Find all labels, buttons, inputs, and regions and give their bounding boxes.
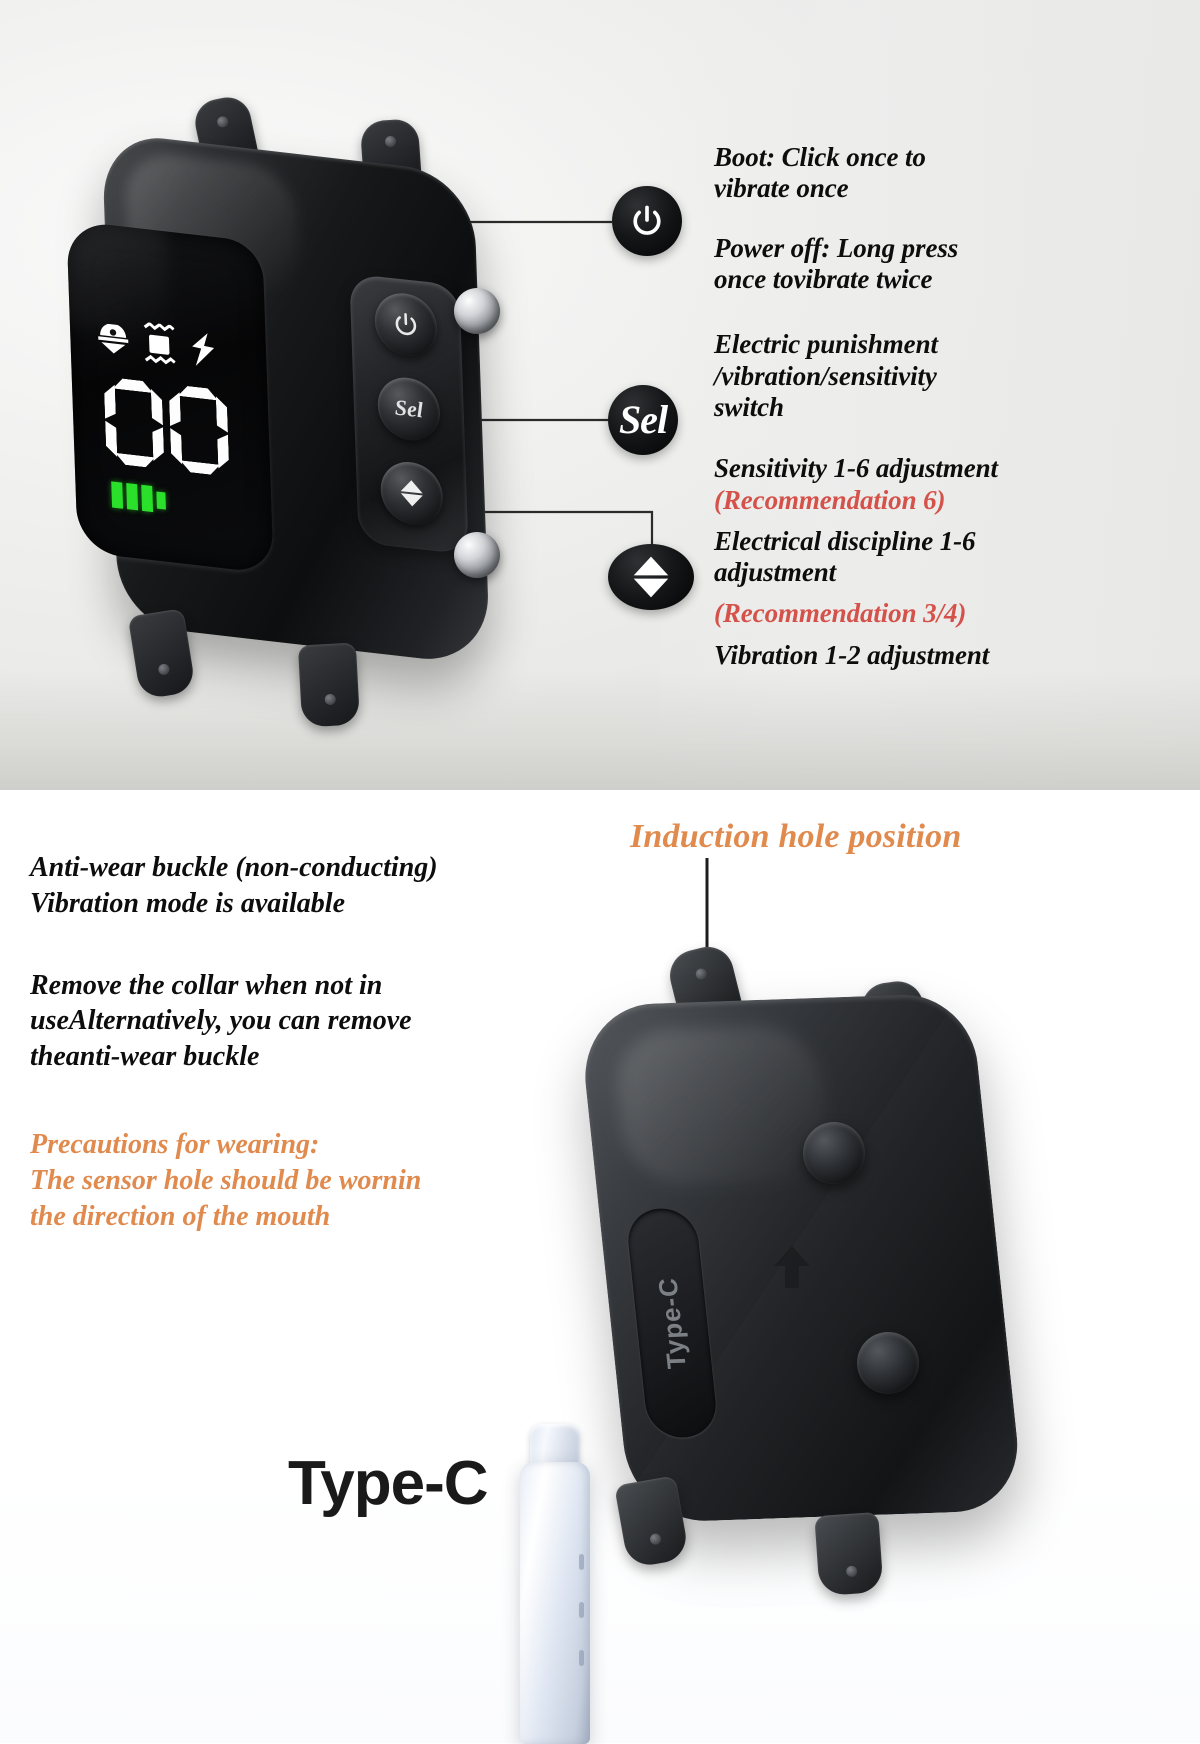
power-badge — [612, 186, 682, 256]
device-lcd-screen — [66, 220, 274, 574]
paragraph-line: Remove the collar when not in — [30, 969, 383, 1001]
callout-boot: Boot: Click once to vibrate once — [714, 142, 1184, 205]
device-back-view: Type-C — [545, 940, 1065, 1640]
contact-prong — [454, 288, 500, 334]
callout-text-column: Boot: Click once to vibrate once Power o… — [714, 142, 1184, 671]
paragraph-line: Precautions for wearing: — [30, 1129, 320, 1161]
power-icon — [395, 313, 417, 336]
callout-line: Power off: Long press — [714, 232, 959, 263]
paragraph-line: useAlternatively, you can remove — [30, 1005, 412, 1037]
device-sel-button[interactable]: Sel — [376, 374, 441, 444]
callout-line: switch — [714, 391, 784, 422]
callout-line: Electric punishment — [714, 329, 938, 360]
lcd-digit — [169, 384, 230, 477]
callout-line: Electrical discipline 1-6 — [714, 525, 976, 556]
mounting-tab — [297, 642, 361, 728]
paragraph-line: Vibration mode is available — [30, 887, 346, 919]
induction-hole-heading: Induction hole position — [630, 818, 962, 855]
paragraph-buckle: Anti-wear buckle (non-conducting) Vibrat… — [30, 850, 570, 922]
paragraph-line: the direction of the mouth — [30, 1200, 331, 1232]
collar-receiver-device: Sel — [62, 92, 532, 728]
section-wearing: Induction hole position Anti-wear buckle… — [0, 790, 1200, 1743]
callout-line: Boot: Click once to — [714, 142, 926, 172]
paragraph-line: Anti-wear buckle (non-conducting) — [30, 852, 438, 883]
paragraph-remove-collar: Remove the collar when not in useAlterna… — [30, 968, 570, 1075]
type-c-connector — [512, 1424, 598, 1744]
background-wash — [660, 0, 1200, 790]
induction-hole — [857, 1332, 919, 1394]
type-c-port-label: Type-C — [651, 1276, 692, 1370]
adjust-badge — [608, 544, 694, 610]
sel-badge-label: Sel — [618, 397, 668, 442]
battery-bar — [141, 484, 154, 513]
section-controls: Sel Sel — [0, 0, 1200, 790]
sel-badge: Sel — [608, 385, 678, 455]
callout-line: adjustment — [714, 557, 837, 588]
up-arrow-icon — [774, 1246, 810, 1288]
sel-button-label: Sel — [394, 394, 424, 423]
power-icon — [633, 205, 661, 235]
callout-line: once tovibrate twice — [714, 263, 933, 294]
battery-bar — [111, 481, 124, 509]
type-c-label: Type-C — [288, 1449, 489, 1518]
connector-slot — [554, 1434, 590, 1443]
battery-indicator — [111, 481, 166, 513]
lcd-icon-row — [95, 315, 246, 376]
mounting-tab — [814, 1511, 884, 1597]
callout-line-recommendation: (Recommendation 6) — [714, 484, 946, 515]
beep-icon — [98, 323, 129, 354]
contact-prong — [454, 532, 500, 578]
battery-bar — [126, 483, 139, 511]
device-button-pad: Sel — [349, 273, 469, 555]
shock-icon — [192, 333, 215, 366]
callout-line-recommendation: (Recommendation 3/4) — [714, 598, 967, 629]
background-shadow — [0, 670, 1200, 790]
lcd-digit — [104, 376, 165, 469]
vibration-icon — [143, 321, 176, 365]
diamond-icon — [633, 556, 669, 598]
paragraph-precautions: Precautions for wearing: The sensor hole… — [30, 1127, 570, 1234]
paragraph-line: theanti-wear buckle — [30, 1041, 260, 1073]
diamond-icon — [400, 480, 423, 507]
wearing-text-column: Anti-wear buckle (non-conducting) Vibrat… — [30, 850, 570, 1235]
callout-sel-switch: Electric punishment /vibration/sensitivi… — [714, 329, 1184, 423]
battery-cap — [156, 490, 166, 510]
device-power-button[interactable] — [373, 290, 438, 360]
device-adjust-button[interactable] — [379, 458, 444, 528]
paragraph-line: The sensor hole should be wornin — [30, 1164, 422, 1196]
callout-adjustment: Sensitivity 1-6 adjustment (Recommendati… — [714, 453, 1184, 671]
callout-power-off: Power off: Long press once tovibrate twi… — [714, 233, 1184, 296]
callout-line: Vibration 1-2 adjustment — [714, 639, 990, 670]
induction-hole — [803, 1122, 865, 1184]
callout-line: Sensitivity 1-6 adjustment — [714, 453, 998, 484]
lcd-digit-display — [104, 376, 230, 476]
callout-line: /vibration/sensitivity — [714, 360, 937, 391]
connector-body — [520, 1462, 590, 1744]
callout-line: vibrate once — [714, 173, 849, 204]
